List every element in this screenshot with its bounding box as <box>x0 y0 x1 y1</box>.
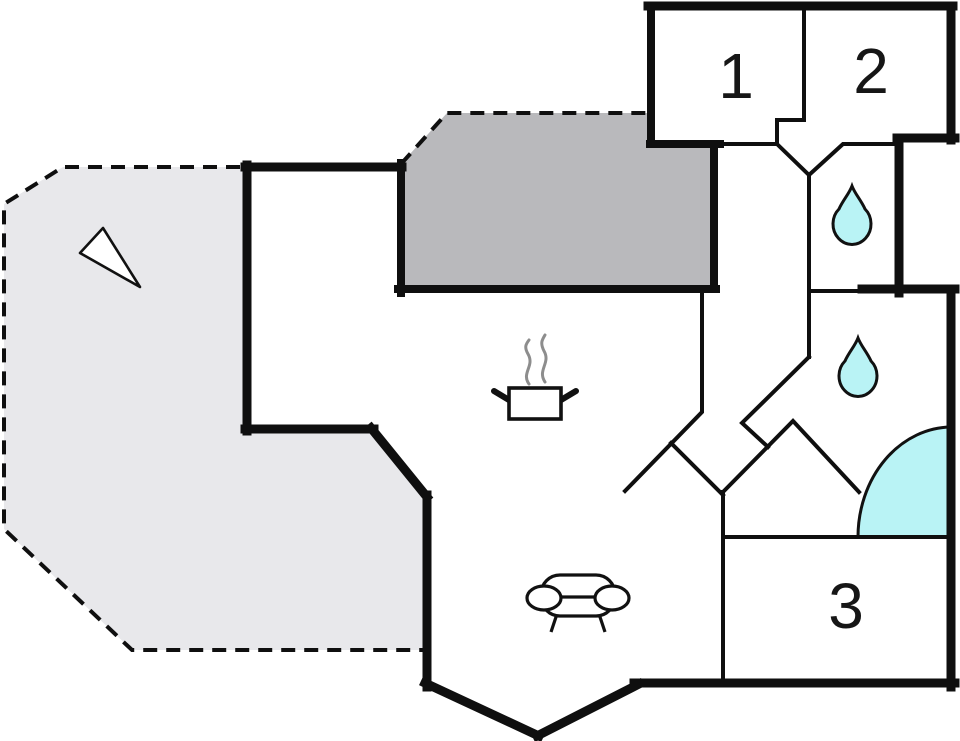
compass-arrow-icon <box>78 226 142 289</box>
inner-thick-wall-path <box>394 2 724 297</box>
water-drop-icon-upper <box>831 181 873 246</box>
water-drop-shape <box>837 333 879 398</box>
sofa-icon <box>525 573 631 633</box>
terrace-area <box>1 165 427 652</box>
water-drop-shape <box>831 181 873 246</box>
stove-pot-handles <box>491 388 579 403</box>
outer-wall-path <box>240 1 960 741</box>
room-1-label: 1 <box>718 40 754 112</box>
outer-walls <box>240 1 960 741</box>
sofa-armrest-left <box>525 584 563 612</box>
terrace-fill <box>4 167 427 650</box>
roofed-terrace-area <box>399 111 713 289</box>
sofa-armrest-right <box>593 584 631 612</box>
stove-pot-icon <box>507 386 563 421</box>
room-3-label: 3 <box>828 570 864 642</box>
kitchen-symbol <box>491 333 579 421</box>
water-drop-icon-lower <box>837 333 879 398</box>
interior-walls <box>622 6 951 683</box>
inner-thick-walls <box>394 2 724 297</box>
roofed-terrace-fill <box>401 113 713 289</box>
steam-icon <box>524 333 548 386</box>
corner-shower-icon <box>856 425 953 539</box>
interior-wall-path <box>622 6 951 683</box>
terrace-dashed-border <box>1 165 427 652</box>
room-2-label: 2 <box>853 35 889 107</box>
